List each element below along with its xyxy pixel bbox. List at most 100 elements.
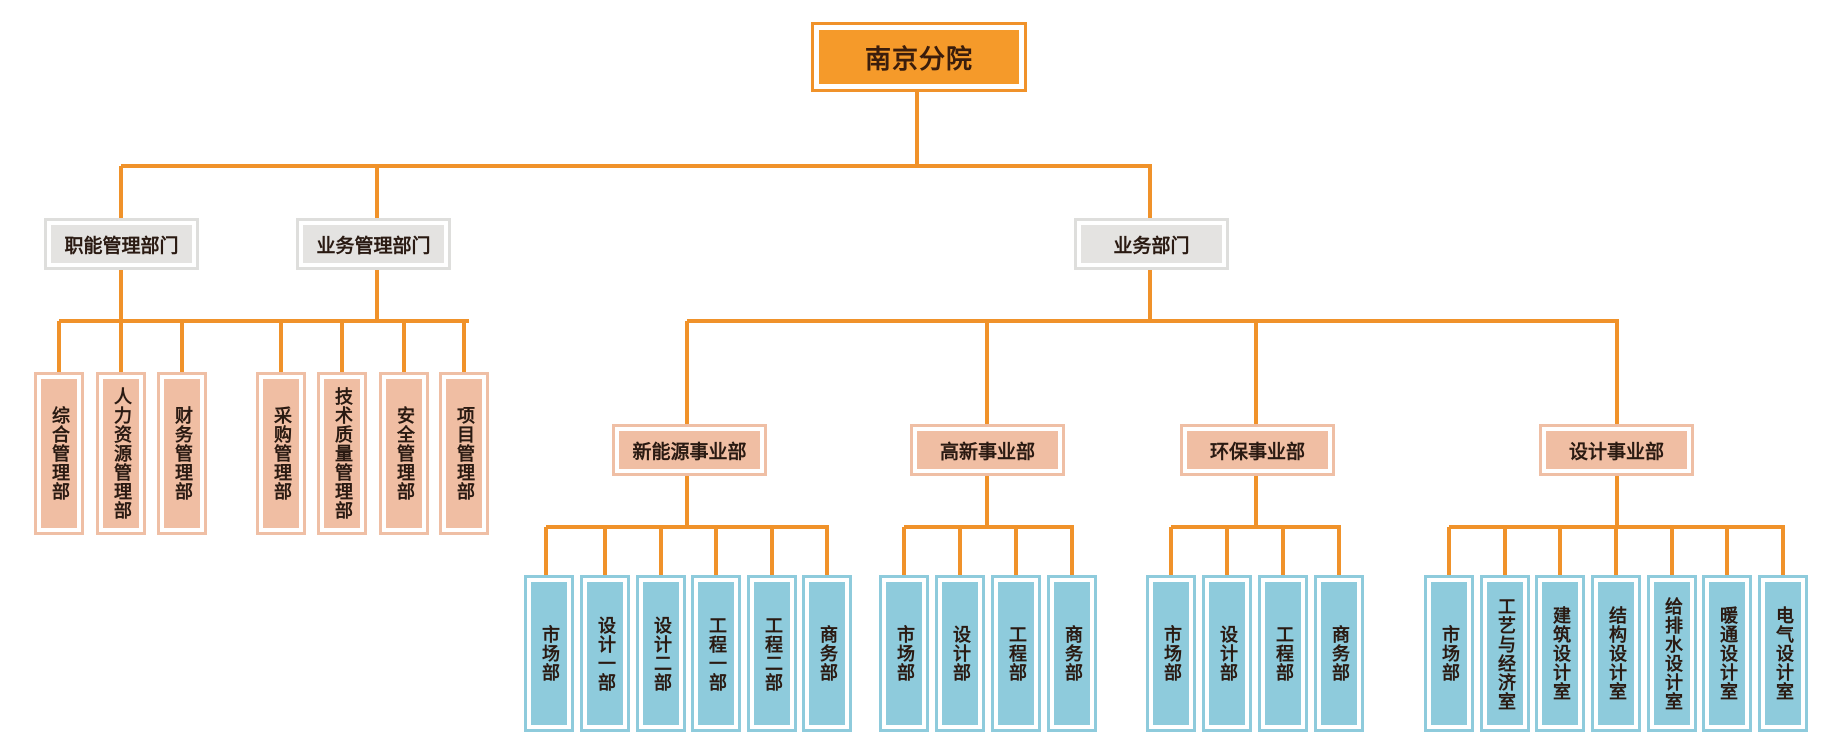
connector-line [825,527,829,577]
connector-line [915,92,919,168]
division-unit-label: 暖通设计室 [1717,606,1738,701]
connector-line [1070,527,1074,577]
division-unit-label: 建筑设计室 [1550,606,1571,701]
connector-line [57,321,61,374]
division-unit-label: 电气设计室 [1773,606,1794,701]
division-node: 新能源事业部 [612,424,767,476]
connector-line [59,319,469,323]
division-unit: 设计一部 [580,575,630,732]
business-mgmt-dept-label: 业务管理部门 [303,225,444,263]
division-unit: 工艺与经济室 [1480,575,1530,732]
connector-line [1725,527,1729,577]
functional-unit-label: 综合管理部 [49,406,70,501]
division-unit: 市场部 [1146,575,1196,732]
connector-line [375,270,379,323]
division-unit-label: 市场部 [1439,625,1460,682]
connector-line [119,270,123,323]
division-unit-label: 设计部 [1217,625,1238,682]
division-unit-label: 市场部 [1161,625,1182,682]
connector-line [462,321,466,374]
business-dept-label: 业务部门 [1081,225,1222,263]
division-unit-label: 商务部 [817,625,838,682]
business-mgmt-unit-label: 采购管理部 [271,406,292,501]
connector-line [121,164,1152,168]
division-unit-label: 工程一部 [706,615,727,692]
division-unit-label: 工艺与经济室 [1495,596,1516,711]
business-dept-node: 业务部门 [1074,218,1229,270]
connector-line [1615,476,1619,529]
connector-line [402,321,406,374]
connector-line [1225,527,1229,577]
division-unit: 设计部 [1202,575,1252,732]
root-node: 南京分院 [811,22,1027,92]
division-unit-label: 设计一部 [595,615,616,692]
connector-line [1614,527,1618,577]
division-unit: 市场部 [879,575,929,732]
division-unit: 暖通设计室 [1702,575,1752,732]
division-unit-label: 工程部 [1006,625,1027,682]
connector-line [1670,527,1674,577]
connector-line [1503,527,1507,577]
connector-line [1337,527,1341,577]
division-unit: 给排水设计室 [1647,575,1697,732]
connector-line [985,321,989,426]
division-label: 环保事业部 [1187,431,1328,469]
division-unit: 工程部 [991,575,1041,732]
division-unit: 商务部 [802,575,852,732]
connector-line [1254,321,1258,426]
connector-line [119,321,123,374]
connector-line [685,476,689,529]
connector-line [1148,270,1152,323]
division-unit: 商务部 [1047,575,1097,732]
division-unit-label: 给排水设计室 [1662,596,1683,711]
root-label: 南京分院 [819,30,1019,84]
division-unit: 结构设计室 [1591,575,1641,732]
connector-line [659,527,663,577]
division-node: 高新事业部 [910,424,1065,476]
connector-line [279,321,283,374]
division-unit: 市场部 [1424,575,1474,732]
business-mgmt-unit-label: 项目管理部 [454,406,475,501]
connector-line [1014,527,1018,577]
connector-line [958,527,962,577]
functional-unit: 财务管理部 [157,372,207,535]
connector-line [340,321,344,374]
connector-line [375,166,379,220]
connector-line [685,321,689,426]
business-mgmt-unit: 安全管理部 [379,372,429,535]
division-unit: 设计部 [935,575,985,732]
connector-line [1281,527,1285,577]
business-mgmt-dept-node: 业务管理部门 [296,218,451,270]
connector-line [1558,527,1562,577]
functional-dept-label: 职能管理部门 [51,225,192,263]
division-unit-label: 工程部 [1273,625,1294,682]
division-unit-label: 市场部 [894,625,915,682]
connector-line [1148,166,1152,220]
connector-line [714,527,718,577]
business-mgmt-unit-label: 安全管理部 [394,406,415,501]
division-unit-label: 设计部 [950,625,971,682]
functional-unit-label: 人力资源管理部 [111,387,132,520]
connector-line [1447,527,1451,577]
business-mgmt-unit: 采购管理部 [256,372,306,535]
connector-line [544,527,548,577]
connector-line [1254,476,1258,529]
division-unit: 工程一部 [691,575,741,732]
connector-line [180,321,184,374]
division-unit-label: 商务部 [1062,625,1083,682]
division-unit: 电气设计室 [1758,575,1808,732]
business-mgmt-unit: 技术质量管理部 [317,372,367,535]
connector-line [770,527,774,577]
functional-unit: 人力资源管理部 [96,372,146,535]
functional-unit: 综合管理部 [34,372,84,535]
division-unit: 市场部 [524,575,574,732]
division-unit: 工程部 [1258,575,1308,732]
division-unit: 设计二部 [636,575,686,732]
division-unit-label: 结构设计室 [1606,606,1627,701]
division-node: 设计事业部 [1539,424,1694,476]
connector-line [985,476,989,529]
connector-line [1615,321,1619,426]
division-unit-label: 设计二部 [651,615,672,692]
division-unit: 建筑设计室 [1535,575,1585,732]
division-label: 高新事业部 [917,431,1058,469]
